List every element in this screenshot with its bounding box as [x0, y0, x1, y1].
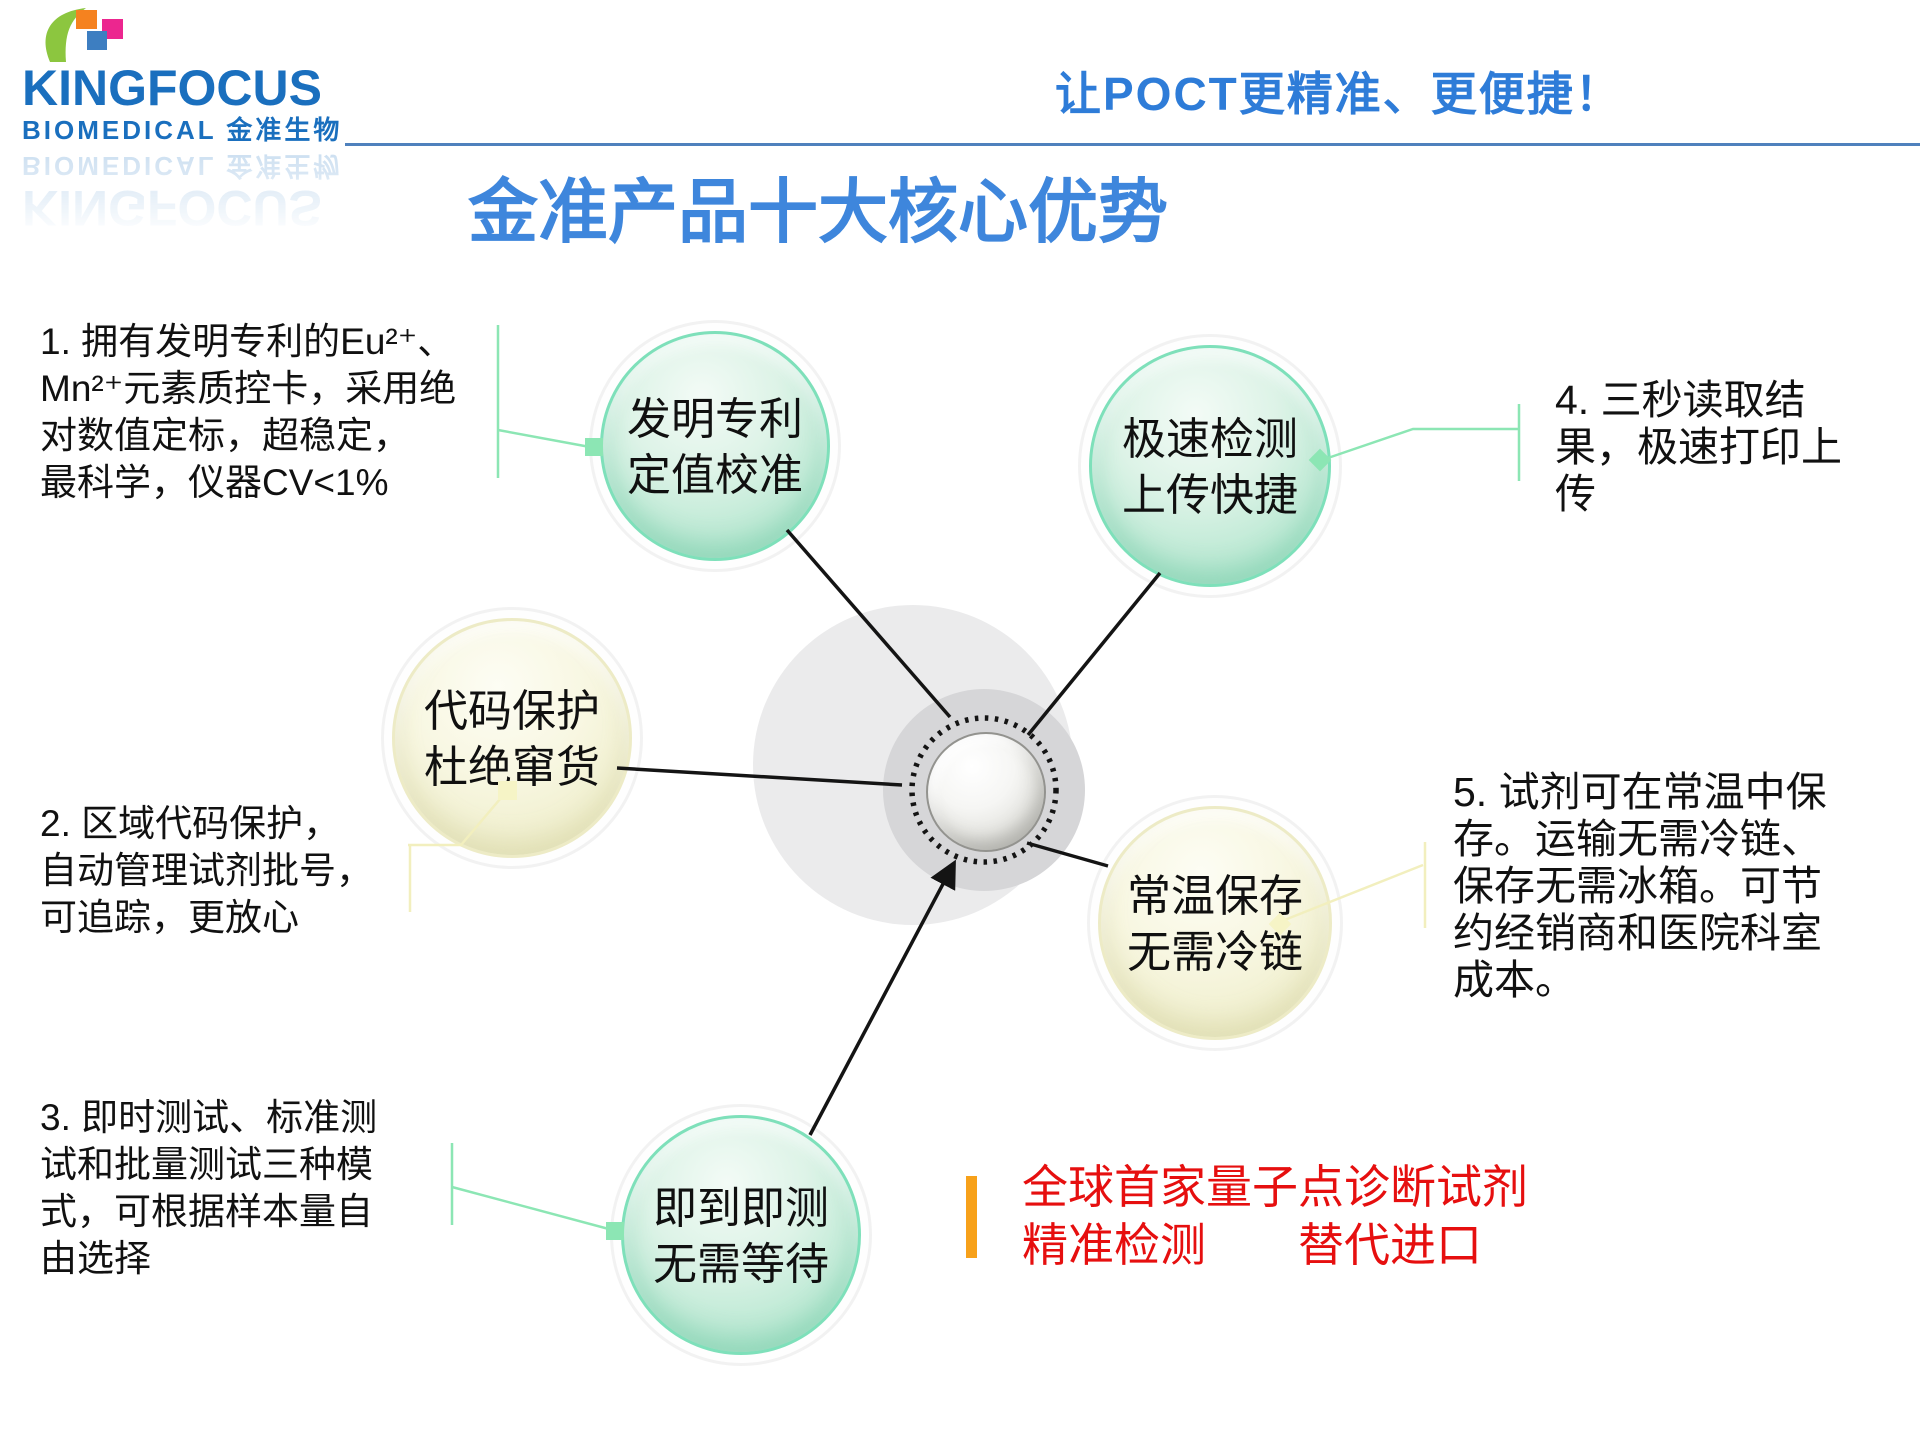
header-divider	[345, 143, 1920, 146]
note-line: 约经销商和医院科室	[1453, 910, 1822, 956]
note-line: 自动管理试剂批号，	[40, 850, 373, 891]
footer-text: 全球首家量子点诊断试剂 精准检测 替代进口	[1022, 1158, 1528, 1274]
footer-accent-bar	[966, 1176, 977, 1258]
magenta-square	[102, 19, 123, 39]
bubble-storage-line2: 无需冷链	[1127, 927, 1303, 978]
note-line: 式，可根据样本量自	[40, 1191, 373, 1232]
bubble-instant-line1: 即到即测	[653, 1183, 829, 1234]
note-line: 最科学，仪器CV<1%	[40, 462, 389, 503]
note-line: 成本。	[1453, 957, 1576, 1003]
callout-instant	[450, 1143, 621, 1234]
hub-sphere	[926, 732, 1046, 852]
logo-leaf-icon	[45, 8, 123, 62]
callout-patent	[496, 325, 591, 478]
note-line: 3. 即时测试、标准测	[40, 1097, 378, 1138]
bubble-patent-line2: 定值校准	[627, 450, 803, 501]
bubble-patent: 发明专利 定值校准	[600, 331, 830, 561]
bubble-patent-line1: 发明专利	[627, 394, 803, 445]
note-block-3: 3. 即时测试、标准测 试和批量测试三种模 式，可根据样本量自 由选择	[40, 1094, 377, 1282]
note-line: 保存无需冰箱。可节	[1453, 863, 1822, 909]
note-block-2: 2. 区域代码保护， 自动管理试剂批号， 可追踪，更放心	[40, 800, 373, 941]
note-line: 存。运输无需冷链、	[1453, 816, 1822, 862]
bubble-instant-line2: 无需等待	[653, 1239, 829, 1290]
logo-reflection: KINGFOCUS BIOMEDICAL 金准生物	[22, 151, 352, 290]
note-line: Mn²⁺元素质控卡，采用绝	[40, 368, 457, 409]
logo: KINGFOCUS BIOMEDICAL 金准生物 KINGFOCUS BIOM…	[22, 6, 352, 290]
note-line: 4. 三秒读取结	[1555, 377, 1806, 423]
page-title: 金准产品十大核心优势	[468, 173, 1168, 251]
logo-icon	[34, 6, 352, 62]
bubble-storage: 常温保存 无需冷链	[1098, 806, 1332, 1040]
note-line: 由选择	[40, 1238, 151, 1279]
blue-square	[87, 31, 107, 50]
note-line: 1. 拥有发明专利的Eu²⁺、	[40, 321, 455, 362]
logo-icon-reflected	[34, 234, 352, 290]
footer-line1: 全球首家量子点诊断试剂	[1022, 1160, 1528, 1214]
slogan-text: 让POCT更精准、更便捷！	[1055, 68, 1623, 120]
bubble-speed: 极速检测 上传快捷	[1089, 345, 1331, 587]
bubble-storage-line1: 常温保存	[1127, 871, 1303, 922]
logo-sub-text: BIOMEDICAL 金准生物	[22, 115, 343, 145]
bubble-code-line1: 代码保护	[424, 686, 600, 737]
callout-speed	[1321, 404, 1521, 481]
note-block-5: 5. 试剂可在常温中保 存。运输无需冷链、 保存无需冰箱。可节 约经销商和医院科…	[1453, 769, 1827, 1004]
note-block-4: 4. 三秒读取结 果，极速打印上 传	[1555, 377, 1842, 518]
logo-brand-text: KINGFOCUS	[22, 60, 322, 116]
note-line: 2. 区域代码保护，	[40, 803, 341, 844]
orange-square	[76, 10, 97, 29]
bubble-code-line2: 杜绝窜货	[424, 742, 600, 793]
note-block-1: 1. 拥有发明专利的Eu²⁺、 Mn²⁺元素质控卡，采用绝 对数值定标，超稳定，…	[40, 318, 456, 506]
bubble-speed-line1: 极速检测	[1122, 414, 1298, 465]
logo-main: KINGFOCUS BIOMEDICAL 金准生物	[22, 6, 352, 144]
bubble-speed-line2: 上传快捷	[1122, 470, 1298, 521]
note-line: 可追踪，更放心	[40, 897, 299, 938]
note-line: 5. 试剂可在常温中保	[1453, 769, 1827, 815]
footer-line2: 精准检测 替代进口	[1022, 1218, 1482, 1272]
note-line: 对数值定标，超稳定，	[40, 415, 410, 456]
note-line: 试和批量测试三种模	[40, 1144, 373, 1185]
bubble-instant: 即到即测 无需等待	[621, 1115, 861, 1355]
note-line: 果，极速打印上	[1555, 424, 1842, 470]
bubble-code: 代码保护 杜绝窜货	[392, 618, 632, 858]
leaf-shape	[45, 8, 86, 62]
note-line: 传	[1555, 471, 1596, 517]
